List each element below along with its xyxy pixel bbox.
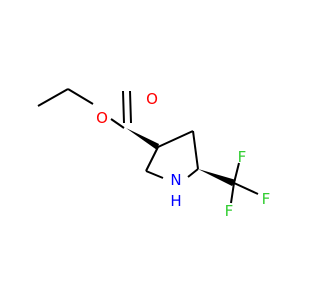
carbonyl-double-bond-a xyxy=(122,90,125,124)
ring-bond-c4-c5 xyxy=(192,130,199,170)
molecule-structure-diagram: O O N H F F F xyxy=(37,88,271,220)
ester-o-carbonyl-c-bond xyxy=(110,118,125,129)
stereo-wedge-bond-c3 xyxy=(126,128,159,150)
ring-nitrogen-label: N xyxy=(170,171,181,189)
ethyl-ch3-ch2-bond xyxy=(37,88,69,107)
ring-bond-c2-c3 xyxy=(145,146,159,172)
ring-bond-c3-c4 xyxy=(157,130,194,148)
cf3-bond-f-top xyxy=(233,162,240,184)
stereo-wedge-bond-c5 xyxy=(198,169,236,186)
carbonyl-oxygen-label: O xyxy=(146,90,158,108)
ring-bond-c5-n xyxy=(187,168,199,178)
cf3-bond-f-right xyxy=(233,182,259,195)
fluorine-right-label: F xyxy=(262,190,271,208)
cf3-bond-f-bottom xyxy=(230,182,235,204)
fluorine-bottom-label: F xyxy=(225,202,234,220)
fluorine-top-label: F xyxy=(238,148,247,166)
ring-nh-hydrogen-label: H xyxy=(170,192,181,210)
ester-oxygen-label: O xyxy=(96,109,108,127)
ring-bond-n-c2 xyxy=(145,170,164,179)
carbonyl-double-bond-b xyxy=(129,90,132,124)
ethyl-ch2-o-bond xyxy=(67,88,94,105)
